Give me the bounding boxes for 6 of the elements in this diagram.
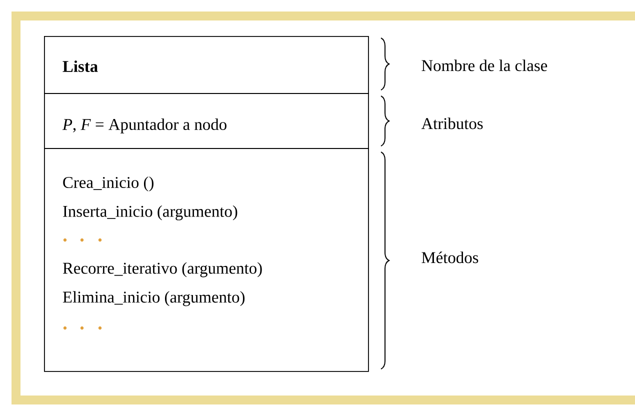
- class-name-box: Lista: [44, 36, 369, 94]
- section-label: Métodos: [422, 252, 478, 264]
- section-label: Nombre de la clase: [422, 60, 548, 72]
- section-label: Atributos: [421, 118, 483, 130]
- attributes-box: P, F = Apuntador a nodo: [44, 93, 369, 149]
- methods-box: Crea_inicio () Inserta_inicio (argumento) Recorre_iterativo (argumento) Elimina_inicio (argumento): [44, 148, 369, 372]
